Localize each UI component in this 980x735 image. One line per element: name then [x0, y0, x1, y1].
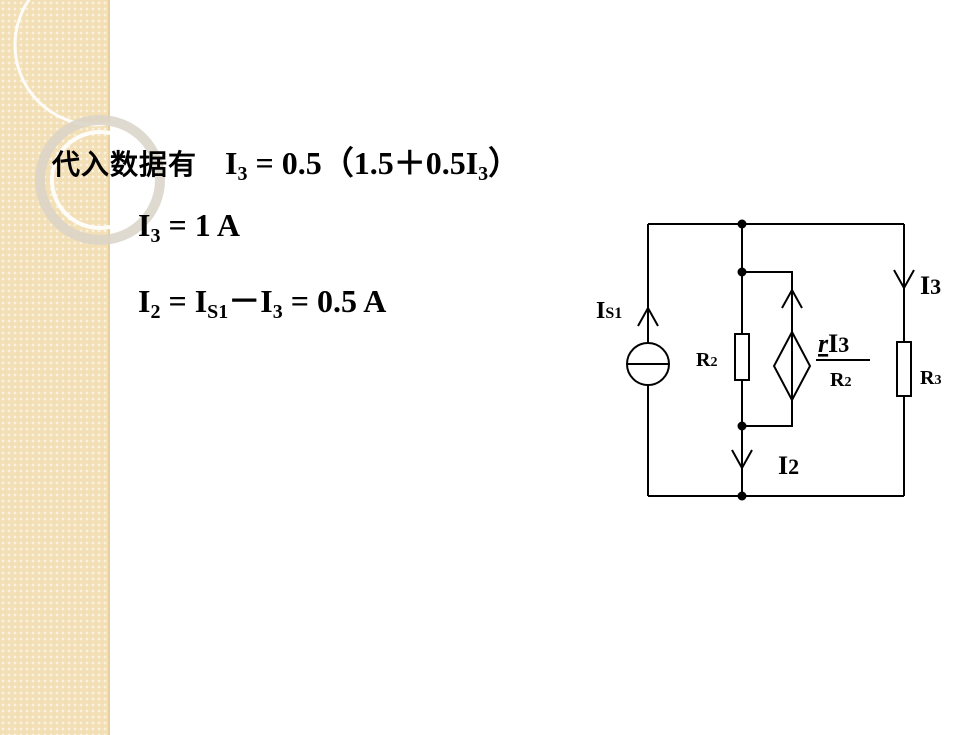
wire-dep-bottom	[742, 400, 793, 427]
label-is1: IS1	[596, 298, 622, 324]
node-dot	[737, 267, 747, 277]
heading-label: 代入数据有	[52, 148, 198, 181]
arrow-up-icon	[781, 287, 803, 309]
resistor-r2-icon	[734, 333, 750, 381]
label-dep-denominator: R2	[830, 369, 851, 391]
wire-dep-top	[742, 271, 793, 332]
node-dot	[737, 219, 747, 229]
arrow-down-icon	[731, 449, 753, 471]
label-r2: R2	[696, 349, 717, 371]
node-dot	[737, 491, 747, 501]
label-i2: I2	[778, 451, 799, 480]
decorative-arcs	[13, 0, 177, 245]
result-i2-equation: I2 = IS1－I3 = 0.5 A	[138, 283, 387, 323]
label-i3: I3	[920, 271, 941, 300]
resistor-r3-icon	[896, 341, 912, 397]
arrow-down-icon	[893, 269, 915, 291]
label-r3: R3	[920, 367, 941, 389]
label-dep-numerator: rI3	[818, 329, 849, 358]
circuit-diagram: IS1 R2 R3 I3 I2 rI3 R2	[596, 219, 941, 501]
result-i3-equation: I3 = 1 A	[138, 207, 241, 247]
arrow-up-icon	[637, 305, 659, 327]
node-dot	[737, 421, 747, 431]
